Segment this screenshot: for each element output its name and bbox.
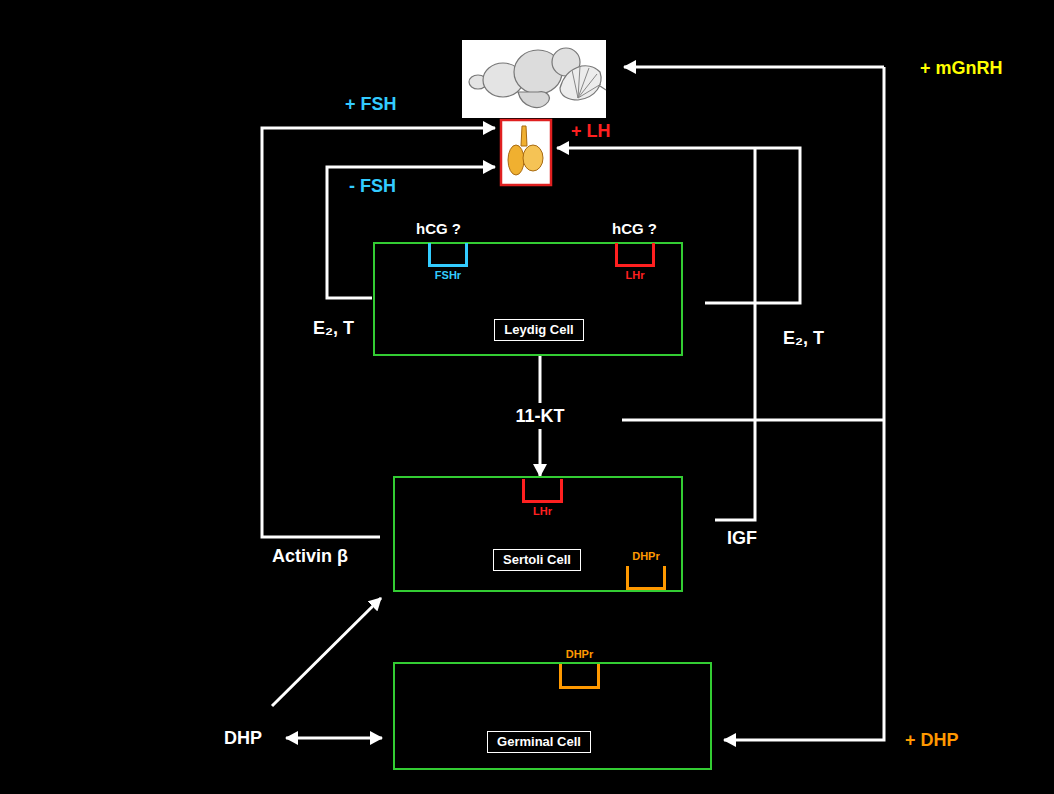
receptor-outline	[617, 243, 654, 266]
steroid-fsh-wire	[327, 167, 495, 298]
hormone-label: + LH	[571, 121, 611, 142]
receptor-symbol: LHr	[615, 243, 655, 267]
receptor-cup	[559, 664, 600, 689]
receptor-name: DHPr	[632, 550, 660, 563]
cell-box: FSHrLHrLeydig Cell	[373, 242, 683, 356]
ligand-label: hCG ?	[416, 220, 461, 237]
brain-background	[462, 40, 606, 118]
receptor-name: DHPr	[566, 648, 594, 661]
dhp-wire	[724, 67, 884, 740]
mgnrh-wire	[624, 66, 884, 69]
receptor-cup	[428, 243, 468, 267]
receptor-symbol: DHPr	[626, 566, 666, 590]
factor-label: Activin β	[272, 546, 348, 567]
steroid-label: E₂, T	[783, 328, 824, 349]
cell-name: Leydig Cell	[494, 319, 583, 342]
pituitary-lobe	[523, 145, 543, 171]
brain-folds	[572, 66, 601, 98]
receptor-outline	[628, 566, 665, 589]
feedback-wires	[262, 67, 884, 740]
dhp-sertoli-wire	[272, 598, 381, 706]
spinal-cord	[600, 86, 606, 90]
hypothalamus	[518, 92, 549, 108]
hormone-label: + DHP	[905, 730, 959, 751]
cell-box: LHrDHPr Sertoli Cell	[393, 476, 683, 592]
cell-name: Sertoli Cell	[493, 549, 581, 572]
steroid-label: DHP	[224, 728, 262, 749]
factor-label: IGF	[727, 528, 757, 549]
receptor-outline	[430, 243, 467, 266]
medulla	[560, 66, 601, 100]
receptor-outline	[524, 479, 562, 502]
receptor-symbol: DHPr	[559, 664, 600, 689]
ligand-label: hCG ?	[612, 220, 657, 237]
cell-box: DHPrGerminal Cell	[393, 662, 712, 770]
signal-label: 11-KT	[511, 403, 568, 430]
steroid-label: E₂, T	[313, 318, 354, 339]
brain-illustration	[462, 40, 606, 118]
receptor-cup	[626, 566, 666, 590]
receptor-cup	[522, 479, 563, 503]
receptor-symbol: LHr	[522, 479, 563, 503]
receptor-outline	[561, 664, 599, 688]
releasing-hormone-label: + mGnRH	[920, 58, 1003, 79]
dhp-germinal-wire	[286, 737, 382, 740]
receptor-cup	[615, 243, 655, 267]
hormone-label: + FSH	[345, 94, 397, 115]
cell-name: Germinal Cell	[487, 731, 591, 754]
pituitary-lobe	[508, 145, 524, 175]
pituitary-illustration	[501, 120, 551, 185]
receptor-name: LHr	[626, 269, 645, 282]
kt-branch-wire	[622, 419, 884, 422]
hormone-label: - FSH	[349, 176, 396, 197]
receptor-name: FSHr	[435, 269, 461, 282]
lh-wire	[557, 148, 800, 303]
igf-wire	[715, 148, 755, 520]
receptor-symbol: FSHr	[428, 243, 468, 267]
receptor-name: LHr	[533, 505, 552, 518]
pituitary-stalk	[521, 126, 527, 146]
pituitary-frame	[501, 120, 551, 185]
